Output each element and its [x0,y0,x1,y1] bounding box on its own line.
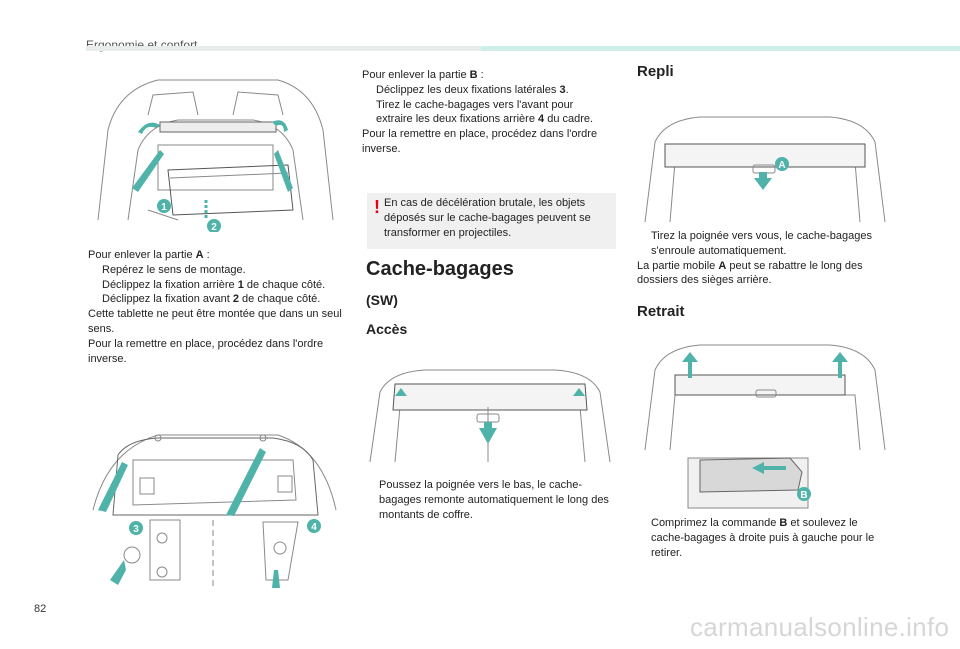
figure-label-A: A [778,160,785,171]
warning-text: En cas de décélération brutale, les obje… [384,197,591,239]
col1-bullet-2: Déclippez la fixation arrière 1 de chaqu… [102,278,326,291]
repli-heading: Repli [637,63,674,80]
access-bullet: Poussez la poignée vers le bas, le cache… [379,479,609,521]
repli-para: La partie mobile A peut se rabattre le l… [637,259,863,287]
figure-label-B: B [800,490,807,501]
header-rule-accent [481,46,960,51]
access-heading: Accès [366,321,408,337]
watermark: carmanualsonline.info [690,612,950,642]
figure-label-2: 2 [211,222,217,232]
retrait-heading: Retrait [637,303,685,320]
figure-label-1: 1 [161,202,167,213]
col1-bullet-1: Repérez le sens de montage. [102,263,246,276]
col2-text: Pour enlever la partie B : Déclippez les… [362,68,612,157]
access-text: Poussez la poignée vers le bas, le cache… [365,478,617,522]
section-subtitle: (SW) [366,292,398,308]
col2-bullet-1: Déclippez les deux fixations latérales 3… [376,83,569,96]
figure-rear-shelf: 1 2 [97,79,334,232]
warning-box: ! En cas de décélération brutale, les ob… [367,193,616,249]
col1-para-2: Pour la remettre en place, procédez dans… [88,337,324,365]
figure-access [369,369,611,463]
header-rule [86,46,481,51]
figure-label-4: 4 [311,522,317,533]
figure-retrait: B [644,344,886,509]
retrait-text: Comprimez la commande B et soulevez le c… [637,516,892,560]
col2-intro: Pour enlever la partie B : [362,69,484,81]
page-number: 82 [34,603,47,615]
col1-intro: Pour enlever la partie A : [88,249,210,261]
col2-bullet-2: Tirez le cache-bagages vers l'avant pour… [376,98,594,126]
section-title: Cache-bagages [366,258,514,280]
warning-icon: ! [374,197,380,217]
col1-text: Pour enlever la partie A : Repérez le se… [88,248,348,366]
retrait-bullet: Comprimez la commande B et soulevez le c… [651,517,875,559]
figure-shelf-fixings: 3 4 [92,434,337,590]
col2-para: Pour la remettre en place, procédez dans… [362,128,598,155]
repli-bullet: Tirez la poignée vers vous, le cache-bag… [651,230,872,257]
figure-label-3: 3 [133,524,139,535]
col1-bullet-3: Déclippez la fixation avant 2 de chaque … [102,293,321,306]
col1-para-1: Cette tablette ne peut être montée que d… [88,308,342,335]
figure-repli: A [644,116,886,223]
repli-text: Tirez la poignée vers vous, le cache-bag… [637,229,892,288]
